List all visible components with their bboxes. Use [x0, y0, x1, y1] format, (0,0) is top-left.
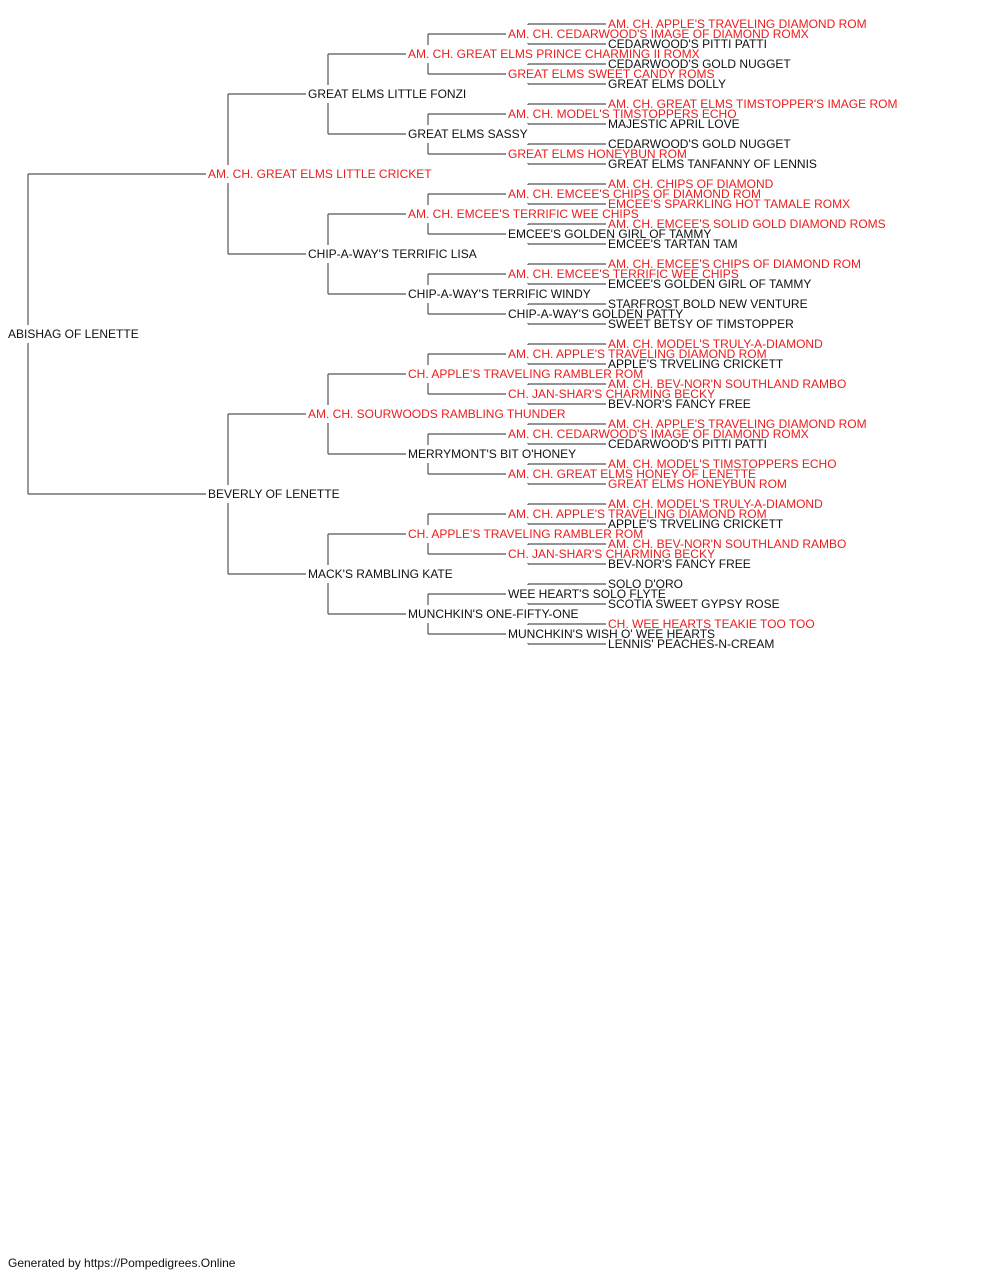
ancestor-name[interactable]: GREAT ELMS HONEYBUN ROM	[508, 147, 687, 161]
ancestor-name[interactable]: AM. CH. MODEL'S TRULY-A-DIAMOND	[608, 497, 823, 511]
ancestor-name[interactable]: AM. CH. MODEL'S TIMSTOPPERS ECHO	[508, 107, 737, 121]
subject-dog-name[interactable]: ABISHAG OF LENETTE	[8, 327, 139, 341]
ancestor-name[interactable]: EMCEE'S GOLDEN GIRL OF TAMMY	[508, 227, 711, 241]
ancestor-name[interactable]: MAJESTIC APRIL LOVE	[608, 117, 740, 131]
ancestor-name[interactable]: MERRYMONT'S BIT O'HONEY	[408, 447, 576, 461]
ancestor-name[interactable]: CHIP-A-WAY'S TERRIFIC WINDY	[408, 287, 591, 301]
ancestor-name[interactable]: CH. APPLE'S TRAVELING RAMBLER ROM	[408, 527, 643, 541]
ancestor-name[interactable]: GREAT ELMS SASSY	[408, 127, 528, 141]
ancestor-name[interactable]: AM. CH. BEV-NOR'N SOUTHLAND RAMBO	[608, 377, 846, 391]
ancestor-name[interactable]: AM. CH. GREAT ELMS TIMSTOPPER'S IMAGE RO…	[608, 97, 897, 111]
ancestor-name[interactable]: GREAT ELMS DOLLY	[608, 77, 726, 91]
ancestor-name[interactable]: CEDARWOOD'S GOLD NUGGET	[608, 57, 791, 71]
ancestor-name[interactable]: APPLE'S TRVELING CRICKETT	[608, 517, 784, 531]
ancestor-name[interactable]: AM. CH. EMCEE'S TERRIFIC WEE CHIPS	[508, 267, 739, 281]
ancestor-name[interactable]: AM. CH. APPLE'S TRAVELING DIAMOND ROM	[608, 17, 867, 31]
ancestor-name[interactable]: EMCEE'S TARTAN TAM	[608, 237, 738, 251]
ancestor-name[interactable]: LENNIS' PEACHES-N-CREAM	[608, 637, 774, 651]
ancestor-name[interactable]: AM. CH. CEDARWOOD'S IMAGE OF DIAMOND ROM…	[508, 427, 809, 441]
ancestor-name[interactable]: SCOTIA SWEET GYPSY ROSE	[608, 597, 780, 611]
ancestor-name[interactable]: AM. CH. EMCEE'S CHIPS OF DIAMOND ROM	[608, 257, 861, 271]
ancestor-name[interactable]: CH. APPLE'S TRAVELING RAMBLER ROM	[408, 367, 643, 381]
ancestor-name[interactable]: APPLE'S TRVELING CRICKETT	[608, 357, 784, 371]
ancestor-name[interactable]: GREAT ELMS LITTLE FONZI	[308, 87, 466, 101]
ancestor-name[interactable]: SWEET BETSY OF TIMSTOPPER	[608, 317, 794, 331]
pedigree-labels: ABISHAG OF LENETTE AM. CH. GREAT ELMS LIT…	[8, 17, 897, 651]
ancestor-name[interactable]: BEVERLY OF LENETTE	[208, 487, 340, 501]
ancestor-name[interactable]: AM. CH. BEV-NOR'N SOUTHLAND RAMBO	[608, 537, 846, 551]
ancestor-name[interactable]: MACK'S RAMBLING KATE	[308, 567, 453, 581]
ancestor-name[interactable]: BEV-NOR'S FANCY FREE	[608, 557, 751, 571]
ancestor-name[interactable]: AM. CH. APPLE'S TRAVELING DIAMOND ROM	[508, 347, 767, 361]
ancestor-name[interactable]: AM. CH. MODEL'S TRULY-A-DIAMOND	[608, 337, 823, 351]
ancestor-name[interactable]: GREAT ELMS SWEET CANDY ROMS	[508, 67, 714, 81]
ancestor-name[interactable]: GREAT ELMS HONEYBUN ROM	[608, 477, 787, 491]
ancestor-name[interactable]: CH. WEE HEARTS TEAKIE TOO TOO	[608, 617, 815, 631]
ancestor-name[interactable]: CH. JAN-SHAR'S CHARMING BECKY	[508, 387, 715, 401]
ancestor-name[interactable]: AM. CH. APPLE'S TRAVELING DIAMOND ROM	[508, 507, 767, 521]
ancestor-name[interactable]: CHIP-A-WAY'S TERRIFIC LISA	[308, 247, 477, 261]
ancestor-name[interactable]: AM. CH. GREAT ELMS LITTLE CRICKET	[208, 167, 432, 181]
connector-lines	[27, 23, 606, 645]
ancestor-name[interactable]: AM. CH. EMCEE'S TERRIFIC WEE CHIPS	[408, 207, 639, 221]
ancestor-name[interactable]: GREAT ELMS TANFANNY OF LENNIS	[608, 157, 817, 171]
ancestor-name[interactable]: AM. CH. GREAT ELMS HONEY OF LENETTE	[508, 467, 756, 481]
ancestor-name[interactable]: CHIP-A-WAY'S GOLDEN PATTY	[508, 307, 683, 321]
ancestor-name[interactable]: AM. CH. CHIPS OF DIAMOND	[608, 177, 774, 191]
ancestor-name[interactable]: BEV-NOR'S FANCY FREE	[608, 397, 751, 411]
ancestor-name[interactable]: AM. CH. CEDARWOOD'S IMAGE OF DIAMOND ROM…	[508, 27, 809, 41]
ancestor-name[interactable]: WEE HEART'S SOLO FLYTE	[508, 587, 666, 601]
ancestor-name[interactable]: AM. CH. APPLE'S TRAVELING DIAMOND ROM	[608, 417, 867, 431]
ancestor-name[interactable]: CEDARWOOD'S PITTI PATTI	[608, 37, 767, 51]
ancestor-name[interactable]: CH. JAN-SHAR'S CHARMING BECKY	[508, 547, 715, 561]
ancestor-name[interactable]: AM. CH. EMCEE'S CHIPS OF DIAMOND ROM	[508, 187, 761, 201]
ancestor-name[interactable]: EMCEE'S GOLDEN GIRL OF TAMMY	[608, 277, 811, 291]
ancestor-name[interactable]: CEDARWOOD'S PITTI PATTI	[608, 437, 767, 451]
ancestor-name[interactable]: SOLO D'ORO	[608, 577, 683, 591]
ancestor-name[interactable]: AM. CH. SOURWOODS RAMBLING THUNDER	[308, 407, 566, 421]
ancestor-name[interactable]: AM. CH. MODEL'S TIMSTOPPERS ECHO	[608, 457, 837, 471]
ancestor-name[interactable]: AM. CH. GREAT ELMS PRINCE CHARMING II RO…	[408, 47, 700, 61]
ancestor-name[interactable]: CEDARWOOD'S GOLD NUGGET	[608, 137, 791, 151]
ancestor-name[interactable]: EMCEE'S SPARKLING HOT TAMALE ROMX	[608, 197, 850, 211]
footer-credit: Generated by https://Pompedigrees.Online	[8, 1256, 236, 1270]
ancestor-name[interactable]: STARFROST BOLD NEW VENTURE	[608, 297, 808, 311]
ancestor-name[interactable]: MUNCHKIN'S ONE-FIFTY-ONE	[408, 607, 579, 621]
ancestor-name[interactable]: AM. CH. EMCEE'S SOLID GOLD DIAMOND ROMS	[608, 217, 886, 231]
ancestor-name[interactable]: MUNCHKIN'S WISH O' WEE HEARTS	[508, 627, 715, 641]
